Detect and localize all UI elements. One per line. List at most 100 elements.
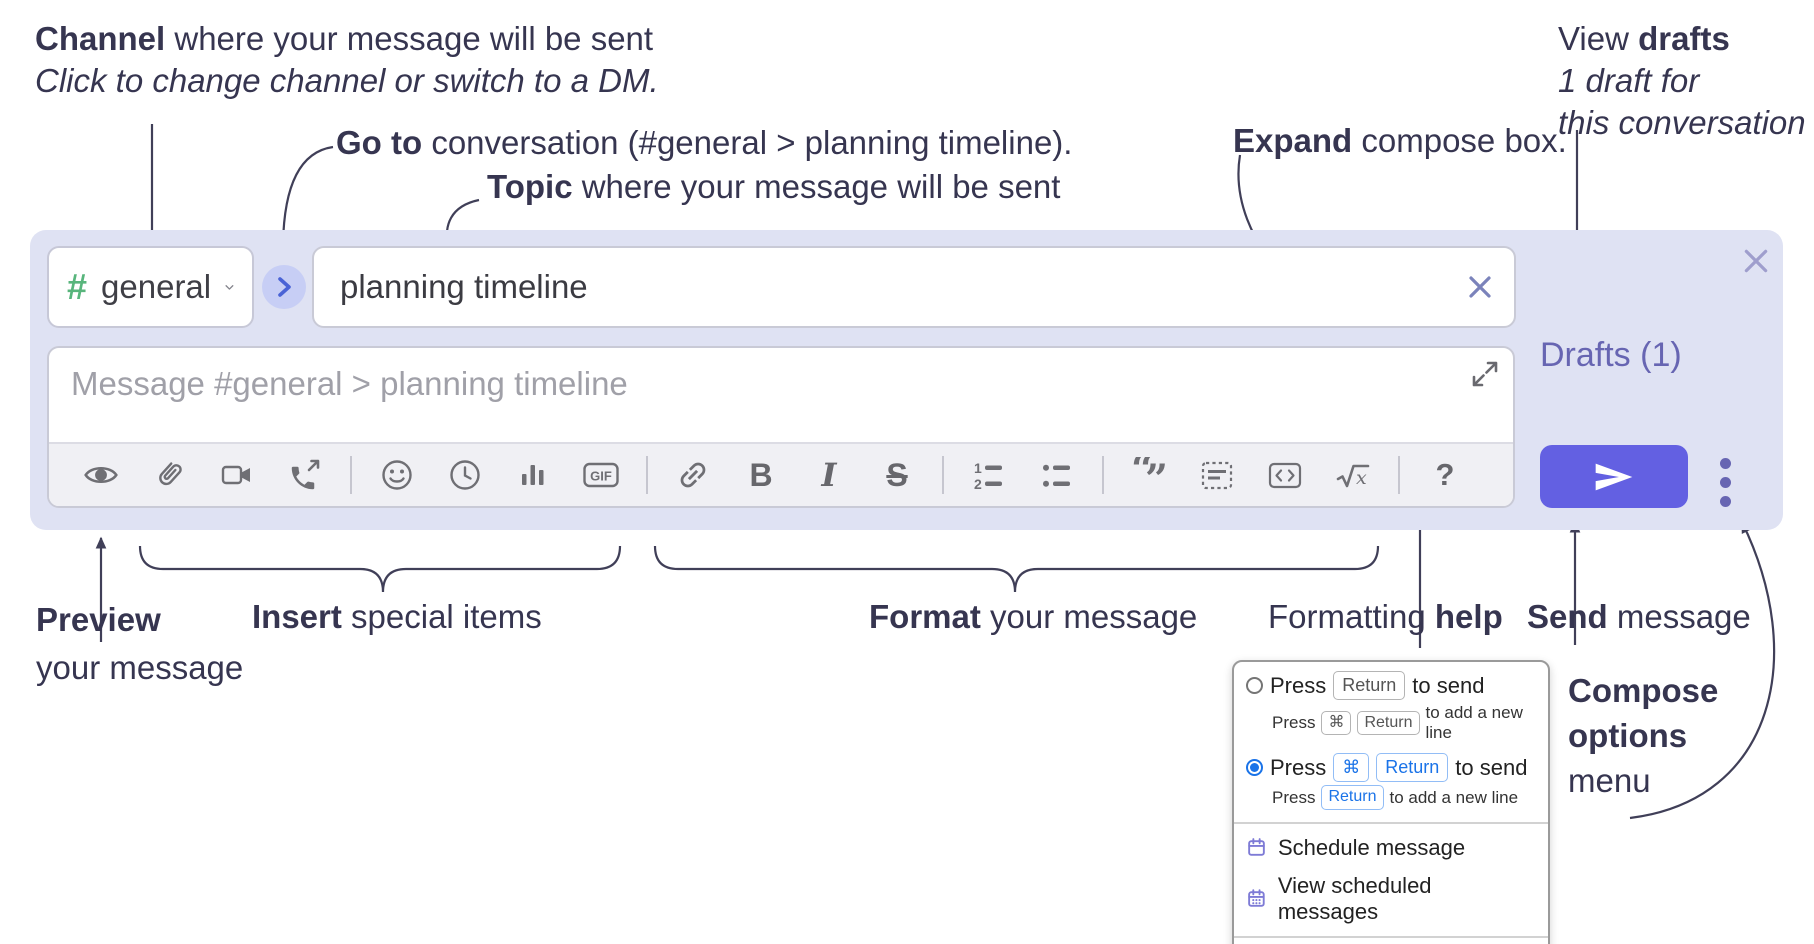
italic-icon: I (821, 456, 837, 494)
svg-text:“: “ (1131, 457, 1154, 493)
send-button[interactable] (1540, 445, 1688, 508)
channel-selector[interactable]: # general (47, 246, 254, 328)
smiley-icon (382, 460, 412, 490)
formatting-help-label: Formatting help (1268, 598, 1503, 635)
close-icon (1469, 276, 1491, 298)
bulleted-list-button[interactable] (1025, 451, 1089, 499)
svg-text:GIF: GIF (590, 469, 612, 484)
quote-icon: “ ” (1131, 457, 1167, 493)
ellipsis-dot (1720, 458, 1731, 469)
calendar-grid-icon (1248, 889, 1265, 907)
bulleted-list-icon (1043, 464, 1070, 487)
option-text: Press (1270, 672, 1327, 698)
menu-item-view-scheduled[interactable]: View scheduled messages (1234, 867, 1548, 931)
expand-compose-button[interactable] (1469, 358, 1501, 390)
compose-options-menu-button[interactable] (1716, 454, 1735, 511)
poll-button[interactable] (501, 451, 565, 499)
option-text: Press (1270, 754, 1327, 780)
insert-label: Insert special items (252, 598, 542, 635)
radio-unselected[interactable] (1246, 677, 1263, 695)
bar-chart-icon (522, 465, 544, 485)
attach-file-button[interactable] (137, 451, 201, 499)
option-text: to send (1412, 672, 1485, 698)
option-text: to send (1455, 754, 1528, 780)
compose-options-label: Compose options menu (1568, 672, 1719, 799)
emoji-button[interactable] (365, 451, 429, 499)
option-return-subtext: Press ⌘ Return to add a new line (1272, 703, 1523, 743)
channel-hash-icon: # (67, 266, 88, 307)
italic-button[interactable]: I (797, 451, 861, 499)
close-compose-button[interactable] (1736, 241, 1776, 281)
send-label: Send message (1527, 598, 1751, 635)
chevron-right-icon (278, 277, 291, 297)
option-cmd-return-subtext: Press Return to add a new line (1272, 785, 1536, 810)
drafts-annotation: View drafts 1 draft for this conversatio… (1558, 20, 1806, 141)
menu-item-label: View scheduled messages (1277, 872, 1432, 924)
toolbar-divider (942, 456, 944, 494)
compose-box: # general planning timeline M (30, 230, 1783, 530)
clear-topic-button[interactable] (1466, 273, 1494, 301)
goto-annotation: Go to conversation (#general > planning … (336, 124, 1073, 161)
paper-plane-icon (1595, 463, 1633, 490)
toolbar-divider (646, 456, 648, 494)
code-button[interactable] (1253, 451, 1317, 499)
topic-value: planning timeline (340, 268, 588, 305)
menu-item-schedule-message[interactable]: Schedule message (1234, 829, 1548, 867)
numbered-list-icon: 1 2 (974, 460, 1002, 492)
menu-item-label: Schedule message (1278, 834, 1466, 860)
go-to-conversation-button[interactable] (262, 265, 306, 309)
compose-toolbar: GIF B I S (49, 442, 1513, 506)
math-button[interactable]: x (1321, 451, 1385, 499)
expand-annotation: Expand compose box. (1233, 122, 1567, 159)
radio-selected[interactable] (1246, 759, 1263, 777)
menu-divider (1234, 821, 1548, 824)
bold-button[interactable]: B (729, 451, 793, 499)
svg-text:1: 1 (974, 460, 982, 476)
format-label: Format your message (869, 598, 1198, 635)
ellipsis-dot (1720, 496, 1731, 507)
clock-icon (450, 460, 480, 490)
close-icon (1744, 249, 1768, 273)
kbd-return: Return (1333, 671, 1406, 701)
message-placeholder: Message #general > planning timeline (71, 365, 628, 402)
quote-button[interactable]: “ ” (1117, 451, 1181, 499)
menu-divider (1234, 935, 1548, 938)
global-time-button[interactable] (433, 451, 497, 499)
video-call-button[interactable] (205, 451, 269, 499)
spoiler-button[interactable] (1185, 451, 1249, 499)
numbered-list-button[interactable]: 1 2 (957, 451, 1021, 499)
toolbar-divider (1102, 456, 1104, 494)
question-mark-icon: ? (1435, 457, 1455, 492)
brace-format (653, 545, 1380, 593)
formatting-help-button[interactable]: ? (1413, 451, 1477, 499)
spoiler-icon (1201, 461, 1233, 490)
paperclip-icon (159, 462, 182, 486)
gif-button[interactable]: GIF (569, 451, 633, 499)
option-cmd-return-to-send[interactable]: Press ⌘ Return to send (1246, 753, 1536, 783)
brace-insert (138, 545, 622, 593)
channel-name: general (101, 268, 212, 305)
channel-annotation: Channel where your message will be sent … (35, 20, 659, 99)
svg-text:x: x (1356, 467, 1367, 489)
message-area[interactable]: Message #general > planning timeline (47, 346, 1515, 508)
compose-options-menu: Press Return to send Press ⌘ Return to a… (1232, 660, 1550, 944)
voice-call-button[interactable] (273, 451, 337, 499)
topic-input[interactable]: planning timeline (312, 246, 1516, 328)
link-button[interactable] (661, 451, 725, 499)
preview-button[interactable] (69, 451, 133, 499)
drafts-link[interactable]: Drafts (1) (1540, 336, 1682, 374)
strikethrough-button[interactable]: S (865, 451, 929, 499)
strikethrough-icon: S (886, 456, 908, 493)
toolbar-divider (1398, 456, 1400, 494)
math-sqrt-icon: x (1336, 464, 1370, 489)
kbd-return: Return (1376, 753, 1449, 783)
option-return-to-send[interactable]: Press Return to send (1246, 671, 1536, 701)
bold-icon: B (749, 456, 773, 493)
chevron-down-icon (225, 284, 234, 290)
video-camera-icon (221, 465, 250, 485)
link-icon (680, 462, 706, 488)
calendar-icon (1248, 838, 1265, 857)
kbd-return: Return (1321, 785, 1384, 810)
